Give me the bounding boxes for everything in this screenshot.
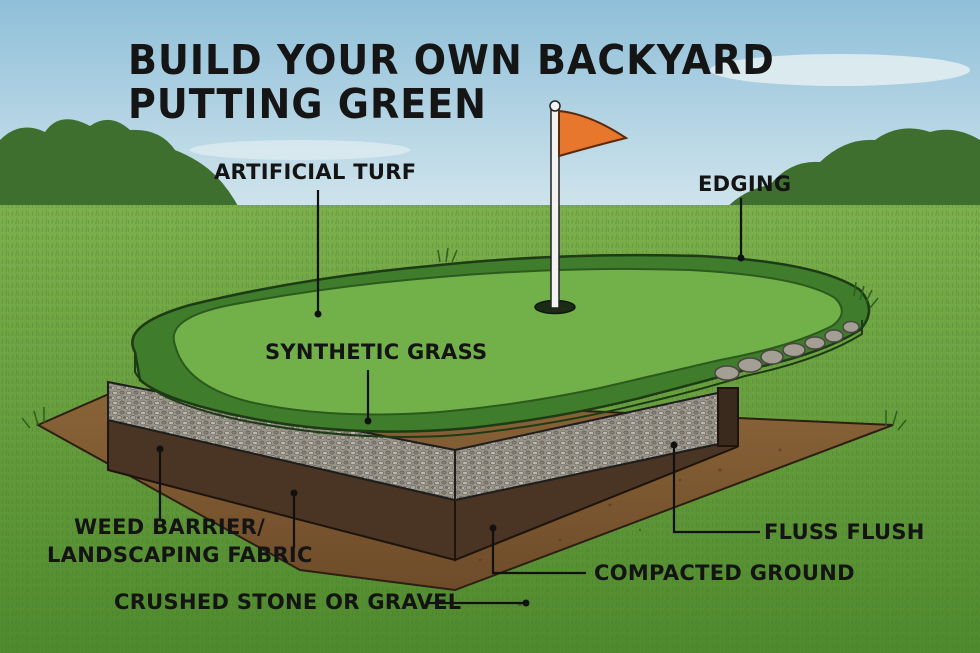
trees-left xyxy=(0,119,240,220)
title-line-1: BUILD YOUR OWN BACKYARD xyxy=(128,36,775,84)
trees-right xyxy=(720,128,980,222)
label-edging: EDGING xyxy=(698,172,792,196)
label-fluss-flush: FLUSS FLUSH xyxy=(764,520,925,544)
label-weed-barrier-line-1: WEED BARRIER/ xyxy=(74,515,266,539)
label-synthetic-grass: SYNTHETIC GRASS xyxy=(265,340,488,364)
flag-pole xyxy=(550,107,560,309)
edging-stones xyxy=(714,320,860,381)
flag-icon xyxy=(558,109,629,158)
edge-strip xyxy=(717,387,739,447)
label-artificial-turf: ARTIFICIAL TURF xyxy=(214,160,417,184)
title-line-2: PUTTING GREEN xyxy=(128,80,487,128)
leader-lines xyxy=(156,190,760,607)
label-weed-barrier-line-2: LANDSCAPING FABRIC xyxy=(47,543,313,567)
putting-surface xyxy=(172,267,843,416)
label-compacted-ground: COMPACTED GROUND xyxy=(594,561,855,585)
label-crushed-stone: CRUSHED STONE OR GRAVEL xyxy=(114,590,462,614)
